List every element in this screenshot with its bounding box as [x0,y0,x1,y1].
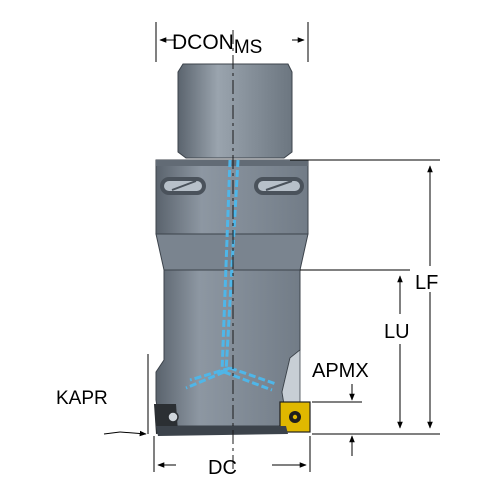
screw-hole [167,411,179,423]
dc-label: DC [208,457,237,479]
dimension-lf [290,159,440,435]
cutter-body [155,269,301,427]
kapr-label: KAPR [56,388,108,409]
collar [155,159,309,235]
dimension-dcon [155,22,309,62]
coolant-channels [185,159,277,392]
bottom-face [156,426,288,436]
apmx-label: APMX [312,360,369,382]
dimension-kapr [103,354,149,437]
dcon-subscript: MS [234,37,263,58]
lu-label: LU [384,321,410,343]
drive-key-left [160,177,206,195]
collar-top-band [156,160,308,166]
dimension-dc [153,436,311,472]
dimension-lu [300,269,410,429]
dimension-apmx [312,384,362,456]
dcon-label: DCONMS [172,31,262,58]
drive-key-right [254,177,304,195]
lf-label: LF [415,272,438,294]
shank [177,63,293,159]
